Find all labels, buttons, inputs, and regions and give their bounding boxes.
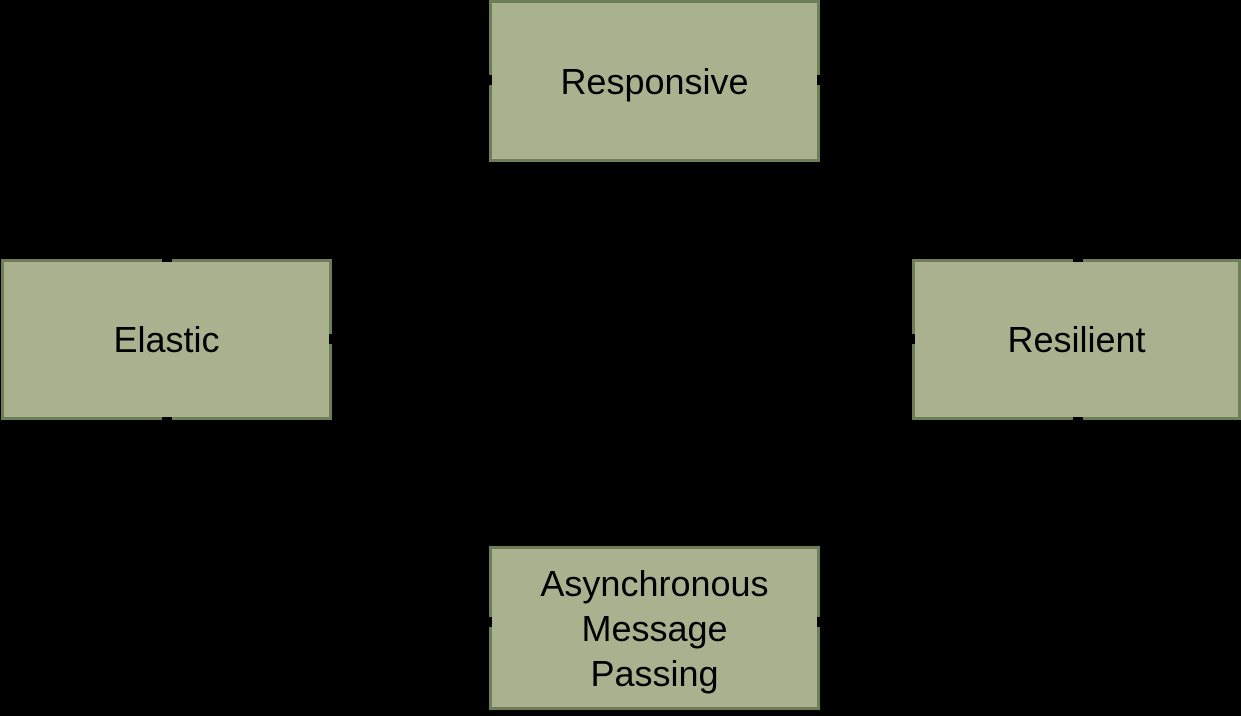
connector-notch-resilient-left bbox=[912, 334, 915, 344]
node-elastic: Elastic bbox=[1, 259, 332, 420]
connector-notch-resilient-bottom bbox=[1073, 417, 1083, 420]
node-resilient: Resilient bbox=[912, 259, 1241, 420]
node-responsive-label: Responsive bbox=[560, 60, 749, 102]
connector-notch-elastic-right bbox=[329, 334, 332, 344]
node-resilient-label: Resilient bbox=[1007, 319, 1146, 360]
connector-notch-responsive-left bbox=[489, 75, 492, 85]
connector-notch-async-left bbox=[489, 617, 492, 627]
node-elastic-label: Elastic bbox=[113, 319, 220, 360]
node-asynchronous-message-passing-label: Asynchronous Message Passing bbox=[540, 562, 769, 694]
connector-notch-responsive-right bbox=[817, 75, 820, 85]
node-responsive: Responsive bbox=[489, 0, 820, 162]
node-asynchronous-message-passing: Asynchronous Message Passing bbox=[489, 546, 820, 710]
connector-notch-resilient-top bbox=[1073, 259, 1083, 262]
connector-notch-elastic-bottom bbox=[162, 417, 172, 420]
connector-notch-elastic-top bbox=[162, 259, 172, 262]
connector-notch-async-right bbox=[817, 617, 820, 627]
